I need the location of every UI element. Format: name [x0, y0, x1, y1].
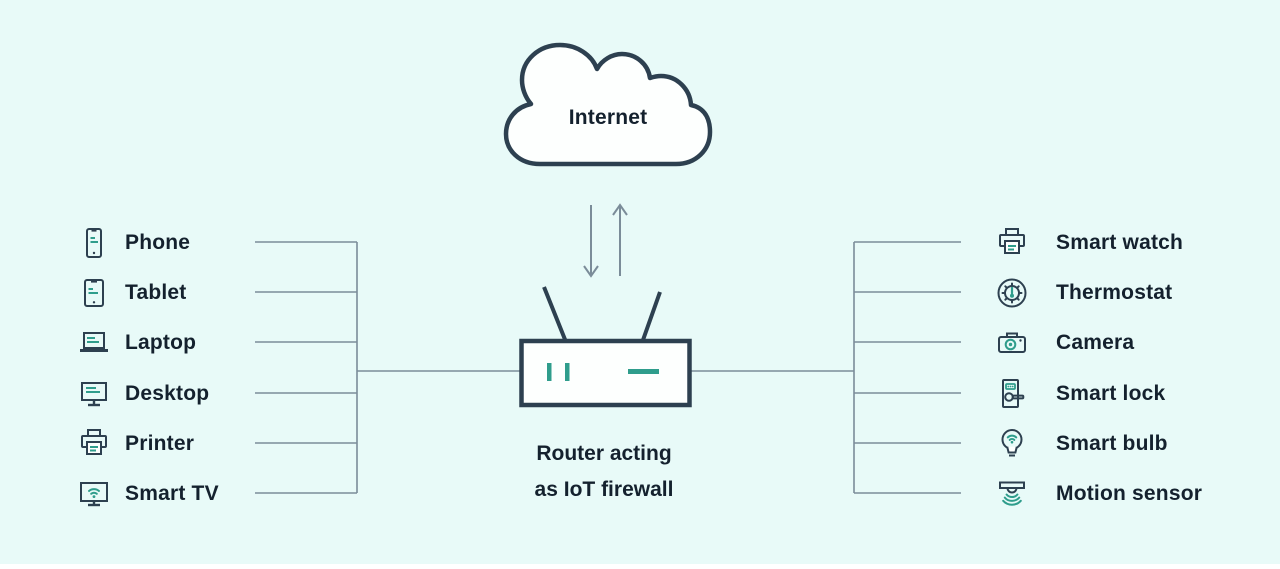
router-caption-line1: Router acting — [536, 442, 672, 465]
smart-watch-icon — [999, 228, 1025, 254]
motion-sensor-icon — [999, 481, 1025, 506]
phone-icon — [86, 228, 102, 258]
device-label: Tablet — [125, 281, 187, 304]
router-icon — [519, 286, 692, 408]
device-label: Smart watch — [1056, 231, 1184, 254]
smart-bulb-icon — [1001, 429, 1023, 457]
printer-icon — [81, 429, 107, 455]
device-row-thermostat: Thermostat — [994, 274, 1172, 312]
device-row-desktop: Desktop — [76, 375, 209, 413]
device-label: Motion sensor — [1056, 482, 1203, 505]
cloud-icon — [503, 42, 713, 167]
device-label: Smart TV — [125, 482, 219, 505]
device-label: Smart bulb — [1056, 432, 1168, 455]
device-row-motion-sensor: Motion sensor — [994, 475, 1202, 513]
device-label: Thermostat — [1056, 281, 1173, 304]
device-label: Smart lock — [1056, 382, 1166, 405]
internet-cloud: Internet — [500, 42, 716, 174]
desktop-icon — [81, 382, 107, 407]
smart-tv-icon — [80, 482, 108, 507]
device-row-smart-watch: Smart watch — [994, 224, 1183, 262]
device-label: Laptop — [125, 331, 197, 354]
laptop-icon — [80, 332, 108, 352]
up-arrow-icon — [612, 203, 628, 276]
device-label: Phone — [125, 231, 191, 254]
device-row-smart-tv: Smart TV — [76, 475, 219, 513]
down-arrow-icon — [583, 205, 599, 278]
router-caption-line2: as IoT firewall — [534, 478, 674, 501]
device-row-laptop: Laptop — [76, 324, 196, 362]
device-row-smart-bulb: Smart bulb — [994, 425, 1168, 463]
camera-icon — [998, 332, 1026, 353]
device-label: Printer — [125, 432, 195, 455]
device-row-tablet: Tablet — [76, 274, 186, 312]
tablet-icon — [84, 279, 104, 307]
device-row-smart-lock: Smart lock — [994, 375, 1165, 413]
bottom-white-strip — [0, 564, 1280, 569]
cloud-label: Internet — [568, 106, 648, 129]
device-row-printer: Printer — [76, 425, 194, 463]
device-label: Camera — [1056, 331, 1135, 354]
smart-lock-icon — [1002, 379, 1025, 408]
thermostat-icon — [997, 278, 1027, 308]
router-caption: Router acting as IoT firewall — [494, 436, 714, 508]
device-label: Desktop — [125, 382, 210, 405]
device-row-phone: Phone — [76, 224, 190, 262]
device-row-camera: Camera — [994, 324, 1134, 362]
